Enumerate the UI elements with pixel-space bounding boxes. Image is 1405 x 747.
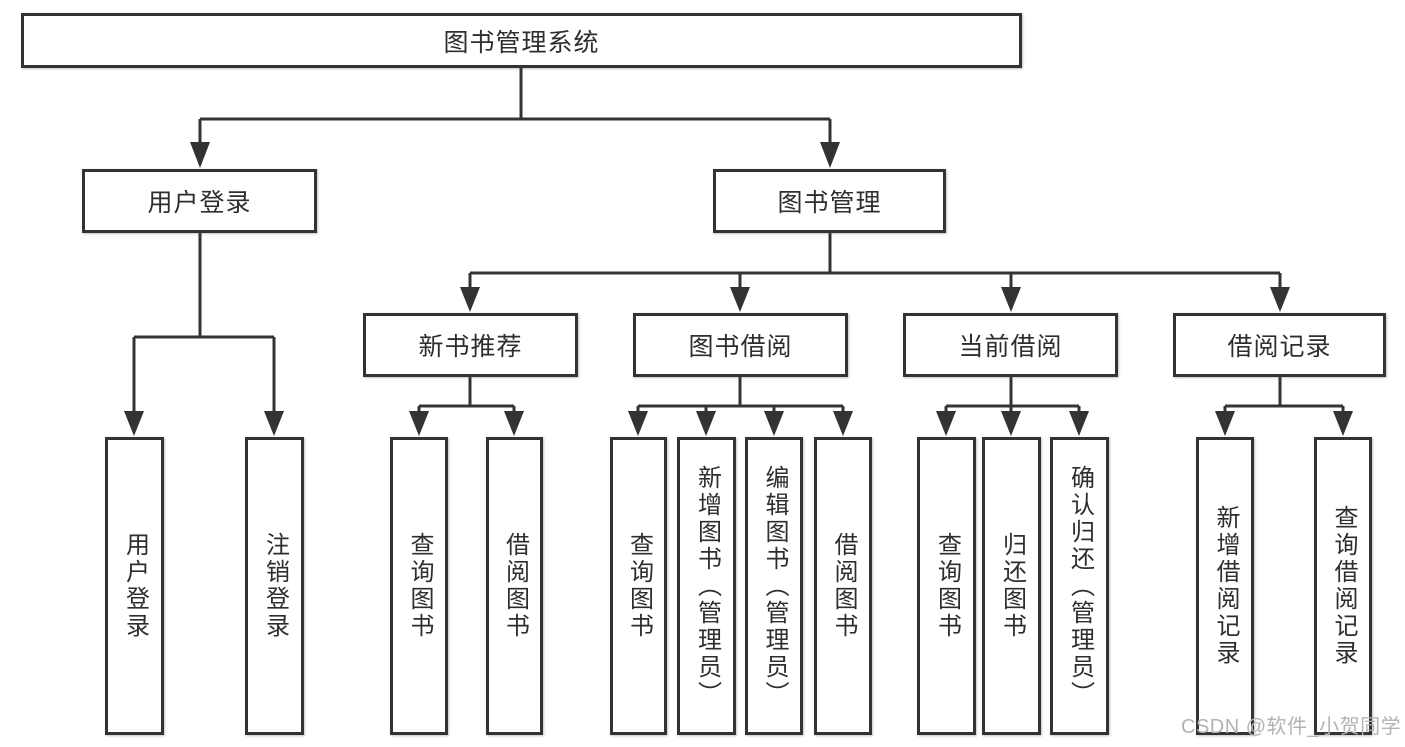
node-label: 确认归还（管理员） <box>1066 464 1094 708</box>
node-label: 新增借阅记录 <box>1212 505 1239 667</box>
node-leaf-bb-add-books-admin: 新增图书（管理员） <box>677 437 736 735</box>
node-label: 新增图书（管理员） <box>693 464 721 708</box>
node-book-borrowing: 图书借阅 <box>633 313 848 377</box>
node-label: 查询图书 <box>625 532 653 640</box>
node-leaf-nb-borrow-books: 借阅图书 <box>486 437 543 735</box>
node-leaf-cb-return-books: 归还图书 <box>982 437 1041 735</box>
node-book-management: 图书管理 <box>713 169 946 233</box>
node-label: 图书管理 <box>777 189 882 217</box>
node-label: 查询图书 <box>933 532 961 640</box>
node-label: 新书推荐 <box>418 333 523 361</box>
node-borrowing-records: 借阅记录 <box>1173 313 1386 377</box>
node-leaf-bb-borrow-books: 借阅图书 <box>814 437 872 735</box>
node-label: 用户登录 <box>147 189 252 217</box>
node-label: 图书管理系统 <box>443 28 600 57</box>
node-leaf-bb-query-books: 查询图书 <box>610 437 667 735</box>
connector-user-login-to-leaves <box>124 231 284 436</box>
node-leaf-bb-edit-books-admin: 编辑图书（管理员） <box>745 437 803 735</box>
node-label: 归还图书 <box>998 532 1026 640</box>
node-leaf-cb-query-books: 查询图书 <box>917 437 976 735</box>
node-leaf-user-login: 用户登录 <box>105 437 164 735</box>
node-leaf-br-add-record: 新增借阅记录 <box>1196 437 1254 735</box>
connector-book-borrowing-to-leaves <box>628 375 853 436</box>
connector-book-management-to-level3 <box>460 231 1290 312</box>
node-label: 用户登录 <box>121 532 149 640</box>
node-label: 借阅图书 <box>830 532 857 640</box>
node-leaf-nb-query-books: 查询图书 <box>390 437 448 735</box>
node-label: 注销登录 <box>261 532 289 640</box>
node-label: 当前借阅 <box>958 333 1063 361</box>
node-label: 查询借阅记录 <box>1330 505 1357 667</box>
node-leaf-cb-confirm-return-admin: 确认归还（管理员） <box>1050 437 1109 735</box>
node-label: 编辑图书（管理员） <box>761 464 788 708</box>
connector-new-book-to-leaves <box>409 375 524 436</box>
node-current-borrowing: 当前借阅 <box>903 313 1118 377</box>
node-label: 借阅图书 <box>501 532 529 640</box>
node-library-management-system: 图书管理系统 <box>21 13 1022 68</box>
node-user-login: 用户登录 <box>82 169 317 233</box>
node-leaf-br-query-record: 查询借阅记录 <box>1314 437 1372 735</box>
node-label: 查询图书 <box>406 532 433 640</box>
csdn-watermark: CSDN @软件_小贺同学 <box>1181 716 1402 738</box>
node-label: 图书借阅 <box>688 333 793 361</box>
connector-borrowing-records-to-leaves <box>1215 375 1353 436</box>
connector-root-to-level2 <box>190 66 840 168</box>
connector-current-borrowing-to-leaves <box>936 375 1089 436</box>
node-label: 借阅记录 <box>1227 333 1332 361</box>
node-leaf-logout: 注销登录 <box>245 437 304 735</box>
node-new-book-recommendation: 新书推荐 <box>363 313 578 377</box>
